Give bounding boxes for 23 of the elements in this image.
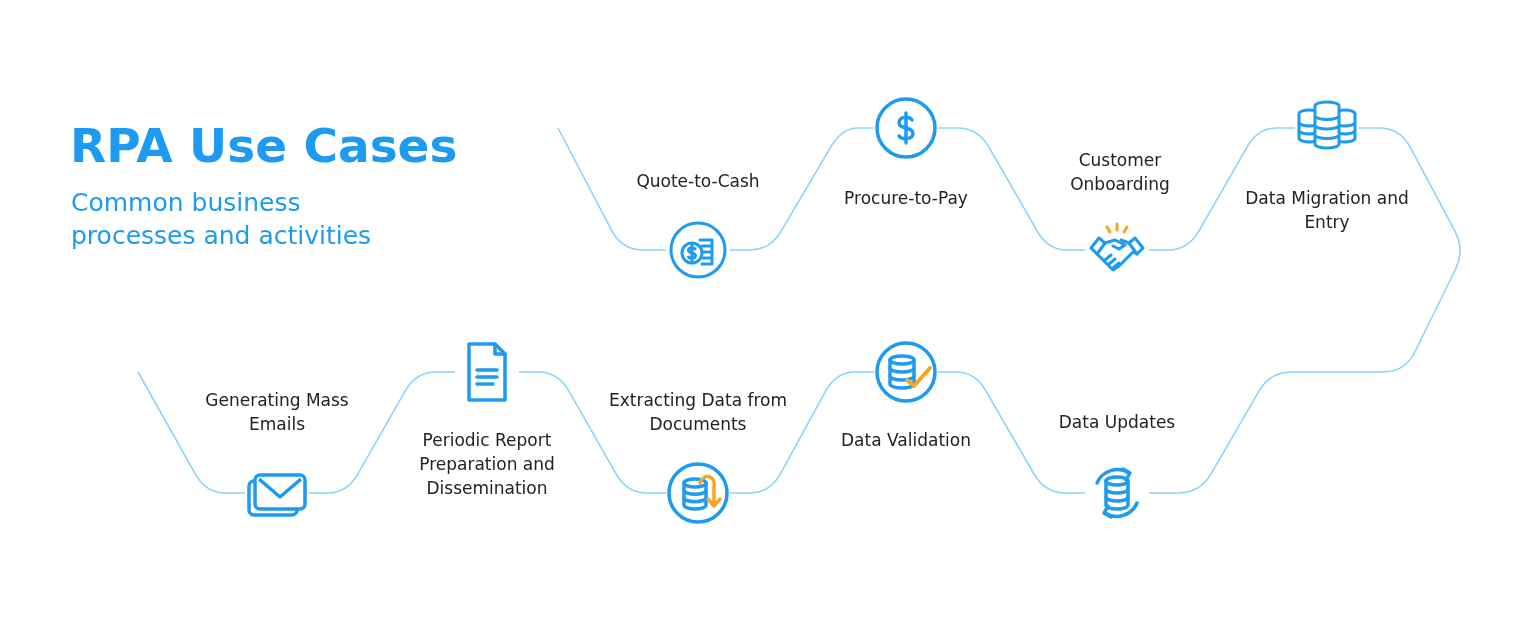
step-label: Data Migration and Entry	[1244, 187, 1410, 234]
connector-line	[518, 371, 667, 494]
title: RPA Use Cases	[70, 118, 458, 173]
step-label: Customer Onboarding	[1069, 149, 1171, 196]
dollar-circle-icon	[874, 96, 938, 160]
step-label: Extracting Data from Documents	[607, 389, 789, 436]
connector-line	[1148, 127, 1461, 494]
step-label: Periodic Report Preparation and Dissemination	[418, 429, 556, 500]
connector-line	[937, 371, 1086, 494]
step-label: Procure-to-Pay	[843, 187, 969, 210]
step-label: Quote-to-Cash	[635, 170, 761, 193]
connector-line	[1148, 127, 1296, 251]
connector-line	[729, 371, 875, 494]
connector-line	[308, 371, 456, 494]
connector-line	[729, 127, 875, 251]
step-label: Data Updates	[1057, 411, 1177, 434]
connector-line	[137, 371, 246, 494]
connector-line	[557, 127, 667, 251]
subtitle: Common business processes and activities	[71, 187, 373, 252]
database-check-icon	[874, 340, 938, 404]
connector-line	[937, 127, 1086, 251]
step-label: Generating Mass Emails	[204, 389, 350, 436]
step-label: Data Validation	[840, 429, 972, 452]
